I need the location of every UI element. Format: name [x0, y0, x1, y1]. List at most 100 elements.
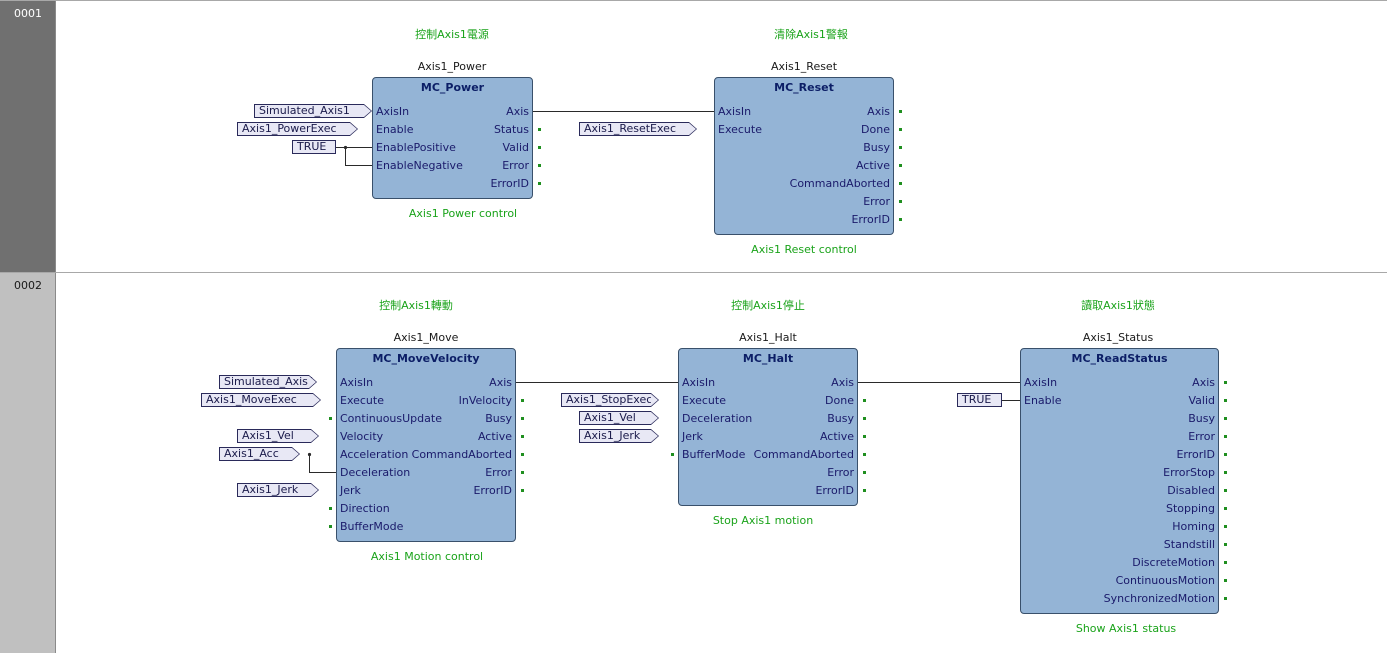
- input-pin-dot: [671, 453, 674, 456]
- function-block-mc-halt[interactable]: MC_Halt AxisIn Execute Deceleration Jerk…: [678, 348, 858, 506]
- output-pin-dot: [1224, 417, 1227, 420]
- block-type: MC_ReadStatus: [1071, 352, 1168, 365]
- instance-name[interactable]: Axis1_Halt: [739, 331, 797, 344]
- function-block-mc-readstatus[interactable]: MC_ReadStatus AxisIn Enable Axis Valid B…: [1020, 348, 1219, 614]
- pin-continuousmotion[interactable]: ContinuousMotion: [1115, 574, 1215, 587]
- pin-error[interactable]: Error: [863, 195, 890, 208]
- pin-done[interactable]: Done: [825, 394, 854, 407]
- pin-deceleration[interactable]: Deceleration: [340, 466, 411, 479]
- pin-axisin[interactable]: AxisIn: [682, 376, 716, 389]
- output-pin-dot: [538, 164, 541, 167]
- var-simulated-axis1[interactable]: Simulated_Axis1: [219, 375, 317, 389]
- pin-busy[interactable]: Busy: [863, 141, 890, 154]
- var-axis1-moveexec[interactable]: Axis1_MoveExec: [201, 393, 321, 407]
- pin-busy[interactable]: Busy: [827, 412, 854, 425]
- pin-invelocity[interactable]: InVelocity: [458, 394, 512, 407]
- pin-disabled[interactable]: Disabled: [1167, 484, 1215, 497]
- pin-direction[interactable]: Direction: [340, 502, 390, 515]
- pin-enablenegative[interactable]: EnableNegative: [376, 159, 463, 172]
- pin-active[interactable]: Active: [819, 430, 854, 443]
- pin-valid[interactable]: Valid: [502, 141, 529, 154]
- instance-name[interactable]: Axis1_Move: [393, 331, 459, 344]
- instance-name[interactable]: Axis1_Power: [417, 60, 487, 73]
- pin-stopping[interactable]: Stopping: [1165, 502, 1215, 515]
- pin-error[interactable]: Error: [1188, 430, 1215, 443]
- var-axis1-jerk[interactable]: Axis1_Jerk: [237, 483, 319, 497]
- block-comment: 清除Axis1警報: [774, 28, 848, 41]
- pin-execute[interactable]: Execute: [340, 394, 384, 407]
- var-axis1-jerk[interactable]: Axis1_Jerk: [579, 429, 659, 443]
- network-0002[interactable]: 0002: [0, 273, 1387, 653]
- pin-busy[interactable]: Busy: [485, 412, 512, 425]
- pin-axis[interactable]: Axis: [489, 376, 512, 389]
- pin-errorid[interactable]: ErrorID: [815, 484, 854, 497]
- var-axis1-resetexec[interactable]: Axis1_ResetExec: [579, 122, 697, 136]
- pin-error[interactable]: Error: [827, 466, 854, 479]
- var-true-constant[interactable]: TRUE: [292, 140, 336, 154]
- pin-active[interactable]: Active: [477, 430, 512, 443]
- output-pin-dot: [1224, 489, 1227, 492]
- var-axis1-powerexec[interactable]: Axis1_PowerExec: [237, 122, 358, 136]
- var-true-constant[interactable]: TRUE: [957, 393, 1002, 407]
- var-axis1-stopexec[interactable]: Axis1_StopExec: [561, 393, 659, 407]
- pin-enable[interactable]: Enable: [376, 123, 414, 136]
- pin-homing[interactable]: Homing: [1172, 520, 1215, 533]
- network-gutter[interactable]: 0002: [0, 273, 56, 653]
- pin-enablepositive[interactable]: EnablePositive: [376, 141, 456, 154]
- pin-execute[interactable]: Execute: [718, 123, 762, 136]
- pin-errorid[interactable]: ErrorID: [1176, 448, 1215, 461]
- pin-axisin[interactable]: AxisIn: [718, 105, 752, 118]
- pin-execute[interactable]: Execute: [682, 394, 726, 407]
- pin-axis[interactable]: Axis: [1192, 376, 1215, 389]
- output-pin-dot: [1224, 561, 1227, 564]
- pin-buffermode[interactable]: BufferMode: [682, 448, 746, 461]
- var-axis1-vel[interactable]: Axis1_Vel: [237, 429, 319, 443]
- pin-axis[interactable]: Axis: [831, 376, 854, 389]
- var-simulated-axis1[interactable]: Simulated_Axis1: [254, 104, 372, 118]
- pin-buffermode[interactable]: BufferMode: [340, 520, 404, 533]
- instance-name[interactable]: Axis1_Status: [1082, 331, 1154, 344]
- pin-errorid[interactable]: ErrorID: [490, 177, 529, 190]
- pin-axis[interactable]: Axis: [506, 105, 529, 118]
- pin-axisin[interactable]: AxisIn: [376, 105, 410, 118]
- pin-standstill[interactable]: Standstill: [1163, 538, 1215, 551]
- pin-axisin[interactable]: AxisIn: [1024, 376, 1058, 389]
- network-0001[interactable]: 0001: [0, 0, 1387, 273]
- pin-active[interactable]: Active: [855, 159, 890, 172]
- pin-axisin[interactable]: AxisIn: [340, 376, 374, 389]
- pin-commandaborted[interactable]: CommandAborted: [753, 448, 854, 461]
- pin-done[interactable]: Done: [861, 123, 890, 136]
- pin-axis[interactable]: Axis: [867, 105, 890, 118]
- input-pin-dot: [329, 417, 332, 420]
- pin-velocity[interactable]: Velocity: [340, 430, 384, 443]
- instance-name[interactable]: Axis1_Reset: [770, 60, 838, 73]
- network-gutter-selected[interactable]: 0001: [0, 1, 56, 272]
- pin-status[interactable]: Status: [493, 123, 529, 136]
- pin-errorid[interactable]: ErrorID: [851, 213, 890, 226]
- pin-error[interactable]: Error: [502, 159, 529, 172]
- pin-errorid[interactable]: ErrorID: [473, 484, 512, 497]
- output-pin-dot: [863, 435, 866, 438]
- pin-discretemotion[interactable]: DiscreteMotion: [1132, 556, 1215, 569]
- pin-acceleration[interactable]: Acceleration: [340, 448, 409, 461]
- pin-commandaborted[interactable]: CommandAborted: [411, 448, 512, 461]
- function-block-mc-reset[interactable]: MC_Reset AxisIn Execute Axis Done Busy A…: [714, 77, 894, 235]
- function-block-mc-power[interactable]: MC_Power AxisIn Enable EnablePositive En…: [372, 77, 533, 199]
- pin-valid[interactable]: Valid: [1188, 394, 1215, 407]
- pin-deceleration[interactable]: Deceleration: [682, 412, 753, 425]
- pin-jerk[interactable]: Jerk: [340, 484, 361, 497]
- output-pin-dot: [899, 182, 902, 185]
- output-pin-dot: [863, 471, 866, 474]
- pin-error[interactable]: Error: [485, 466, 512, 479]
- function-block-mc-movevelocity[interactable]: MC_MoveVelocity AxisIn Execute Continuou…: [336, 348, 516, 542]
- pin-jerk[interactable]: Jerk: [682, 430, 703, 443]
- pin-errorstop[interactable]: ErrorStop: [1163, 466, 1215, 479]
- var-axis1-acc[interactable]: Axis1_Acc: [219, 447, 300, 461]
- pin-busy[interactable]: Busy: [1188, 412, 1215, 425]
- pin-continuousupdate[interactable]: ContinuousUpdate: [340, 412, 442, 425]
- var-axis1-vel[interactable]: Axis1_Vel: [579, 411, 659, 425]
- pin-enable[interactable]: Enable: [1024, 394, 1062, 407]
- pin-synchronizedmotion[interactable]: SynchronizedMotion: [1103, 592, 1215, 605]
- pin-commandaborted[interactable]: CommandAborted: [789, 177, 890, 190]
